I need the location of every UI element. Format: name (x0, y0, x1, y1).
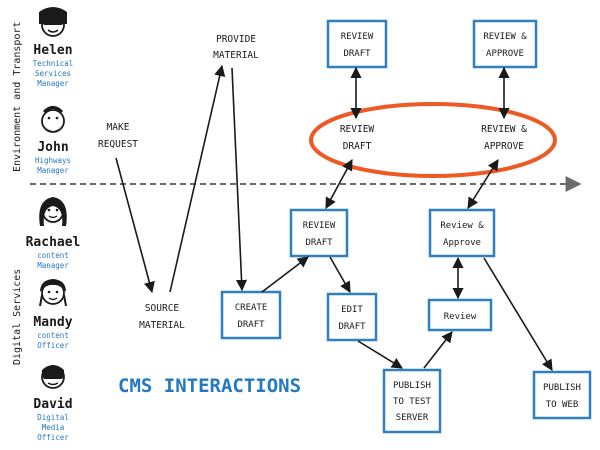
ellipse-label-approve: REVIEW & (481, 124, 527, 135)
ellipse-label-approve: APPROVE (484, 141, 524, 152)
avatar-david-icon (41, 365, 65, 389)
box-label: PUBLISH (393, 381, 431, 391)
box-label: APPROVE (486, 49, 524, 59)
label-source-material: MATERIAL (139, 320, 185, 331)
person-role-line: Digital (37, 413, 69, 422)
person-role-line: Media (42, 423, 65, 432)
box-label: SERVER (396, 413, 429, 423)
label-provide-material: MATERIAL (213, 50, 259, 61)
arrow-request-to-source (115, 157, 155, 294)
avatar-helen-icon (39, 7, 67, 37)
box-label: REVIEW & (483, 32, 527, 42)
person-name: Helen (33, 43, 72, 58)
diagram-title: CMS INTERACTIONS (118, 375, 301, 397)
box-label: EDIT (341, 305, 363, 315)
person-name: John (37, 140, 68, 155)
label-provide-material: PROVIDE (216, 34, 256, 45)
person-role-line: Officer (37, 341, 69, 350)
box-label: DRAFT (237, 320, 265, 330)
label-make-request: REQUEST (98, 139, 138, 150)
person-john: John Highways Manager (35, 106, 71, 175)
box-publish-test-server: PUBLISH TO TEST SERVER (382, 368, 442, 434)
person-role-line: Services (35, 69, 71, 78)
box-mid-review-approve: Review & Approve (428, 208, 496, 258)
person-role-line: Officer (37, 433, 69, 442)
arrow-mid-review-to-ellipse (325, 159, 353, 209)
box-label: DRAFT (305, 238, 333, 248)
arrow-source-to-provide (169, 64, 226, 293)
avatar-mandy-icon (39, 279, 67, 307)
person-mandy: Mandy content Officer (33, 279, 73, 350)
ellipse-label-review: REVIEW (340, 124, 375, 135)
box-top-review-draft: REVIEW DRAFT (326, 19, 388, 69)
person-role-line: Manager (37, 79, 69, 88)
person-role-line: Manager (37, 166, 69, 175)
box-label: CREATE (235, 303, 268, 313)
person-role-line: Manager (37, 261, 69, 270)
box-label: Review (444, 312, 477, 322)
person-role-line: Technical (33, 59, 74, 68)
person-role-line: content (37, 251, 69, 260)
box-top-review-approve: REVIEW & APPROVE (472, 19, 538, 69)
box-label: TO WEB (546, 400, 579, 410)
box-label: Approve (443, 238, 481, 248)
box-label: TO TEST (393, 397, 432, 407)
arrow-provide-to-create (231, 67, 248, 292)
person-helen: Helen Technical Services Manager (33, 7, 74, 88)
label-source-material: SOURCE (145, 303, 180, 314)
arrow-publish-test-to-review (423, 331, 453, 369)
section-label-bottom: Digital Services (12, 269, 23, 365)
person-role-line: content (37, 331, 69, 340)
box-edit-draft: EDIT DRAFT (326, 292, 378, 342)
person-david: David Digital Media Officer (33, 365, 73, 442)
person-role-line: Highways (35, 156, 71, 165)
box-label: REVIEW (303, 221, 336, 231)
person-name: Rachael (26, 235, 81, 250)
box-mid-review-draft: REVIEW DRAFT (289, 208, 349, 258)
box-review: Review (427, 298, 493, 332)
ellipse-label-review: DRAFT (343, 141, 372, 152)
box-label: Review & (440, 221, 484, 231)
label-make-request: MAKE (107, 122, 130, 133)
person-name: Mandy (33, 315, 72, 330)
box-label: REVIEW (341, 32, 374, 42)
box-label: DRAFT (338, 322, 366, 332)
avatar-john-icon (41, 106, 65, 133)
review-ellipse (309, 102, 557, 178)
box-create-draft: CREATE DRAFT (220, 290, 282, 340)
arrow-create-to-review (261, 256, 309, 293)
section-label-top: Environment and Transport (12, 21, 23, 172)
flow-arrows (115, 64, 553, 371)
arrow-review-to-edit (329, 256, 351, 293)
box-label: PUBLISH (543, 383, 581, 393)
box-label: DRAFT (343, 49, 371, 59)
avatar-rachael-icon (39, 197, 67, 226)
arrow-edit-to-publish-test (357, 340, 403, 369)
person-rachael: Rachael content Manager (26, 197, 81, 270)
person-name: David (33, 397, 72, 412)
box-publish-web: PUBLISH TO WEB (532, 370, 592, 420)
arrow-ellipse-to-mid-approve (467, 159, 499, 209)
arrow-approve-to-publish-web (483, 257, 553, 371)
